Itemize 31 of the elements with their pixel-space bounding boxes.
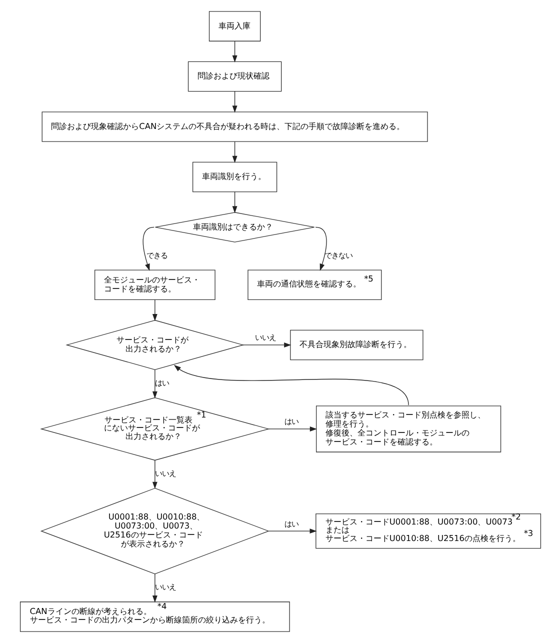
arrow bbox=[173, 364, 408, 406]
node-box: 車両入庫 bbox=[208, 11, 260, 42]
arrow bbox=[152, 460, 157, 489]
node-box: 車両識別を行う。 bbox=[192, 162, 277, 192]
arrow bbox=[268, 528, 316, 534]
arrow bbox=[242, 342, 291, 348]
node-diamond: U0001:88、U0010:88、U0073:00、U0073、U2516のサービス・コードが表示されるか？ bbox=[40, 488, 269, 574]
node-box: 問診および現状確認 bbox=[187, 61, 282, 92]
edge-label: はい bbox=[284, 519, 298, 528]
arrow bbox=[232, 91, 237, 113]
edge-label: はい bbox=[284, 417, 298, 426]
arrow bbox=[232, 40, 237, 63]
node-box: 該当するサービス・コード別点検を参照し、修理を行う。 修復後、全コントロール・モジュールのサービス・コードを確認する。 bbox=[316, 406, 501, 452]
edge-label: できない bbox=[324, 250, 352, 260]
edge-label: はい bbox=[154, 378, 168, 388]
arrow bbox=[152, 574, 157, 603]
node-box: 問診および現象確認からCANシステムの不具合が疑われる時は、下記の手順で故障診断を進める。 bbox=[41, 112, 428, 142]
edge-label: いいえ bbox=[254, 333, 276, 342]
arrow bbox=[232, 192, 237, 214]
arrow bbox=[152, 370, 157, 398]
arrow bbox=[232, 141, 237, 163]
edge-label: いいえ bbox=[154, 469, 176, 478]
arrow bbox=[268, 426, 316, 432]
arrow bbox=[152, 300, 157, 322]
arrow bbox=[314, 226, 326, 271]
node-box: 全モジュールのサービス・コードを確認する。 bbox=[94, 270, 215, 300]
arrow bbox=[142, 226, 154, 271]
node-box: 不具合現象別故障診断を行う。 bbox=[290, 330, 423, 360]
edge-label: いいえ bbox=[154, 582, 176, 592]
node-diamond: 車両識別はできるか？ bbox=[154, 212, 314, 242]
edge-label: できる bbox=[146, 250, 168, 260]
